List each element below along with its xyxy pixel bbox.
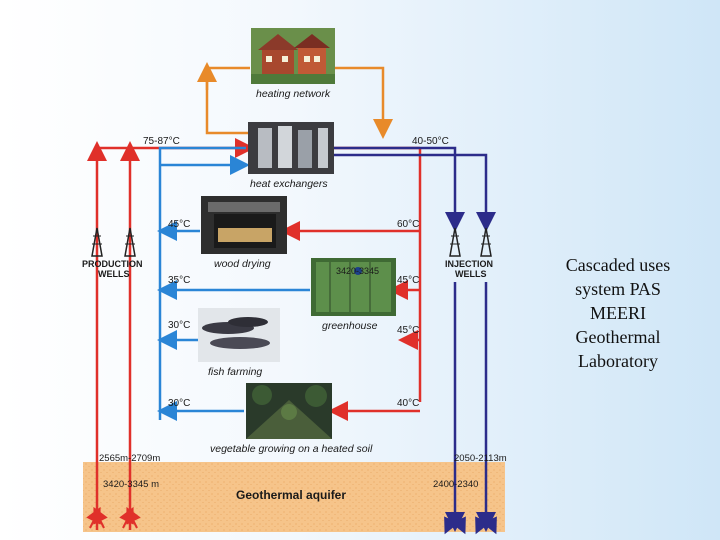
temp-supply-main: 75-87°C: [143, 136, 180, 147]
temp-wood-out: 45°C: [168, 219, 190, 230]
vegetable-growing-image: [246, 383, 332, 439]
injection-wells-label-2: WELLS: [455, 269, 487, 279]
aquifer-arrow-8: [482, 511, 497, 535]
wood-drying-label: wood drying: [214, 258, 271, 270]
injection-line-1: [334, 146, 465, 232]
greenhouse-overlay-text: 3420-3345: [336, 266, 379, 276]
temp-wood-in: 60°C: [397, 219, 419, 230]
aquifer-band: [83, 462, 505, 532]
temp-greenhouse-out: 35°C: [168, 275, 190, 286]
injection-wells-label-1: INJECTION: [445, 259, 493, 269]
vegetable-growing-label: vegetable growing on a heated soil: [210, 443, 373, 455]
slide-title: Cascaded uses system PAS MEERI Geotherma…: [565, 255, 671, 371]
heating-loop: [205, 66, 250, 135]
heating-network-label: heating network: [256, 88, 331, 100]
temp-vegetable-in: 40°C: [397, 398, 419, 409]
greenhouse-image: [311, 258, 396, 316]
production-well-icon-2: [124, 227, 136, 257]
aquifer-arrow-2: [93, 506, 108, 529]
production-well-icon-1: [91, 227, 103, 257]
fish-farming-label: fish farming: [208, 366, 262, 378]
depth-injection-lower: 2400-2340: [433, 479, 478, 490]
depth-production-upper: 2565m-2709m: [99, 453, 160, 464]
house-image: [251, 28, 335, 84]
fish-farming-image: [198, 308, 280, 362]
depth-injection-upper: 2050-2113m: [454, 453, 507, 464]
temp-fish-in: 45°C: [397, 325, 419, 336]
temp-return-main: 40-50°C: [412, 136, 449, 147]
aquifer-arrow-4: [126, 506, 141, 529]
temp-fish-out: 30°C: [168, 320, 190, 331]
production-wells-label-2: WELLS: [98, 269, 130, 279]
return-left-trunk: [158, 146, 246, 420]
temp-greenhouse-in: 45°C: [397, 275, 419, 286]
heat-exchangers-image: [248, 122, 334, 174]
aquifer-label: Geothermal aquifer: [236, 488, 346, 502]
heat-exchangers-label: heat exchangers: [250, 178, 328, 190]
heating-loop-return: [334, 66, 393, 139]
depth-production-lower: 3420-3345 m: [103, 479, 159, 490]
injection-well-icon-1: [449, 227, 461, 257]
temp-vegetable-out: 30°C: [168, 398, 190, 409]
production-wells-label-1: PRODUCTION: [82, 259, 143, 269]
injection-well-icon-2: [480, 227, 492, 257]
aquifer-arrow-6: [451, 511, 466, 535]
wood-drying-image: [201, 196, 287, 254]
injection-line-2: [334, 153, 496, 232]
greenhouse-label: greenhouse: [322, 320, 378, 332]
